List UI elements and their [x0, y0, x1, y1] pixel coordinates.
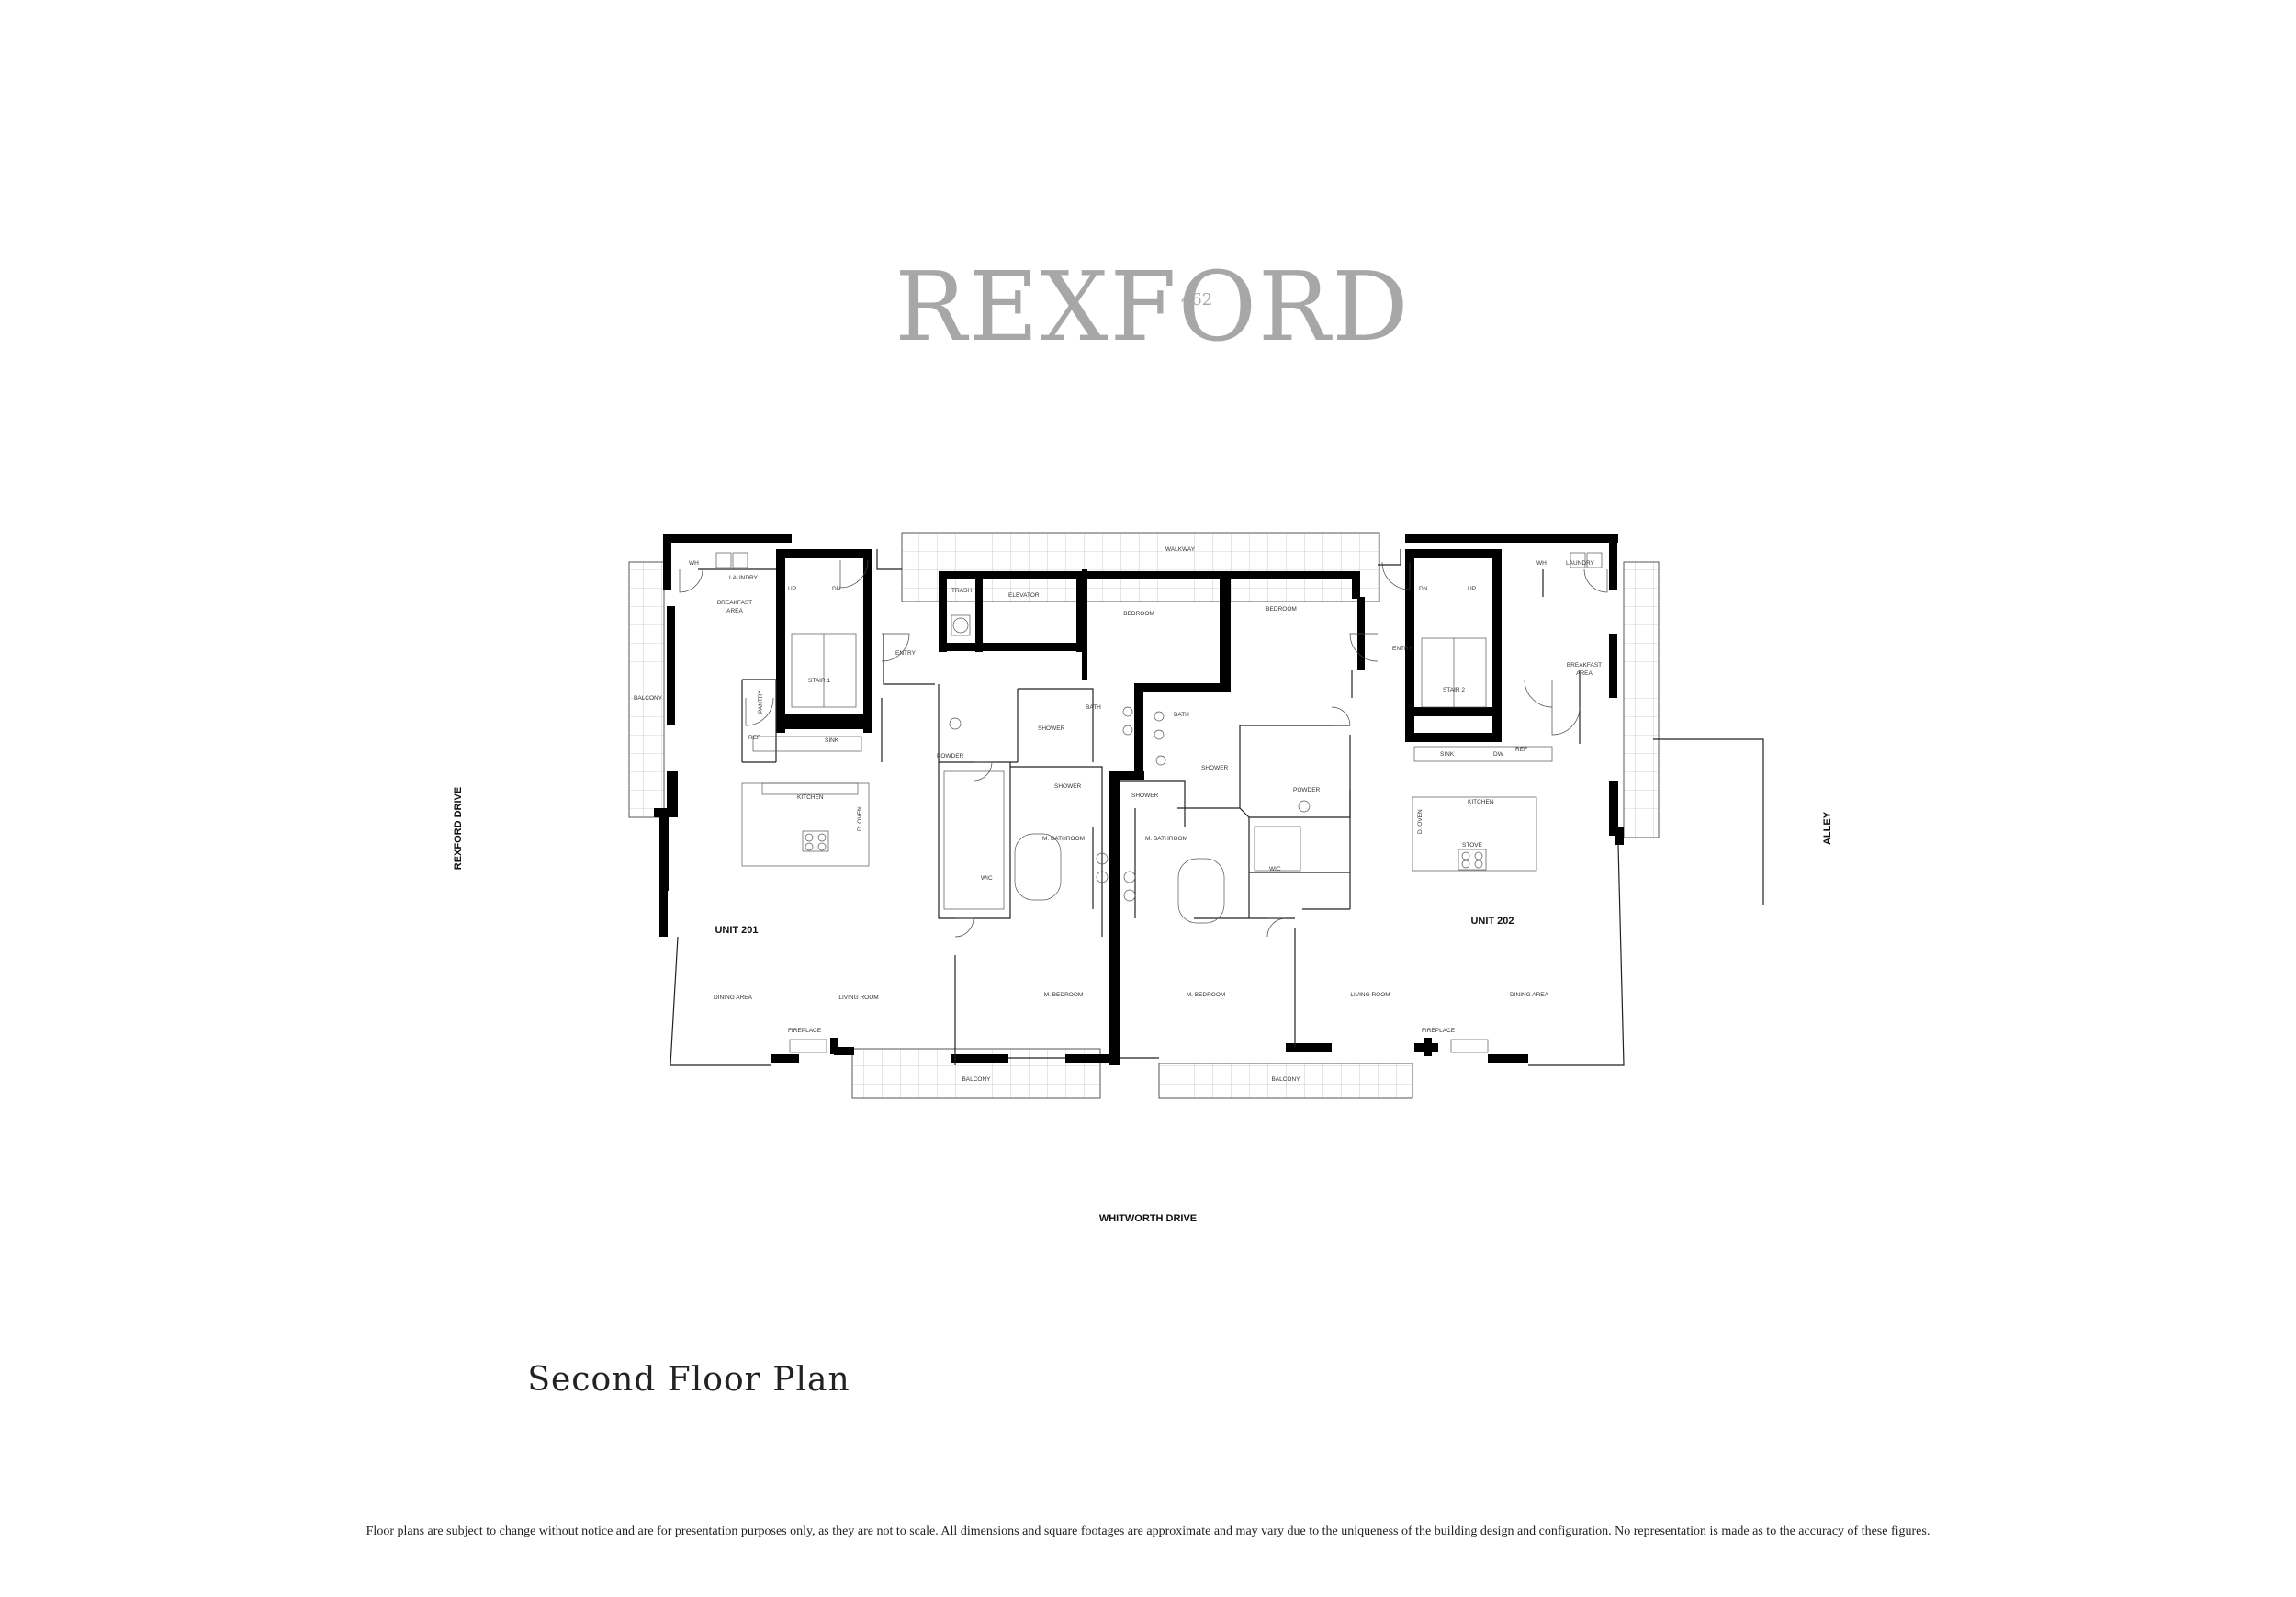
svg-text:STOVE: STOVE	[1462, 842, 1483, 849]
stair-1: UP DN STAIR 1	[776, 549, 872, 733]
svg-text:SHOWER: SHOWER	[1131, 793, 1159, 799]
plan-caption: Second Floor Plan	[527, 1361, 850, 1399]
svg-text:AREA: AREA	[1576, 670, 1593, 677]
svg-text:AREA: AREA	[726, 608, 743, 614]
svg-text:DN: DN	[832, 586, 841, 592]
svg-text:KITCHEN: KITCHEN	[797, 794, 824, 801]
svg-text:REXFORD: REXFORD	[895, 251, 1410, 363]
svg-text:WIC: WIC	[981, 875, 993, 882]
svg-text:ENTRY: ENTRY	[1392, 646, 1413, 652]
street-bottom-label: WHITWORTH DRIVE	[1099, 1213, 1197, 1224]
svg-text:UP: UP	[1468, 586, 1476, 592]
svg-text:BATH: BATH	[1174, 712, 1189, 718]
exterior-walls	[654, 534, 1624, 1063]
svg-text:BEDROOM: BEDROOM	[1123, 611, 1154, 617]
svg-text:BATH: BATH	[1086, 704, 1101, 711]
svg-text:M. BATHROOM: M. BATHROOM	[1145, 836, 1187, 842]
unit-202-label: UNIT 202	[1470, 916, 1514, 927]
svg-text:BALCONY: BALCONY	[1271, 1076, 1300, 1083]
room-labels: WH LAUNDRY BREAKFAST AREA ENTRY ENTRY BE…	[689, 560, 1602, 1034]
svg-text:D. OVEN: D. OVEN	[857, 806, 863, 831]
svg-text:SHOWER: SHOWER	[1038, 725, 1065, 732]
balcony-right-side	[1623, 561, 1660, 838]
svg-text:DW: DW	[1493, 751, 1504, 758]
interior-walls	[698, 549, 1581, 1065]
svg-text:WIC: WIC	[1269, 866, 1281, 872]
svg-text:FIREPLACE: FIREPLACE	[788, 1028, 822, 1034]
svg-text:ENTRY: ENTRY	[895, 650, 917, 657]
svg-text:M. BEDROOM: M. BEDROOM	[1187, 992, 1226, 998]
svg-text:BALCONY: BALCONY	[634, 695, 663, 702]
svg-text:PANTRY: PANTRY	[758, 690, 764, 714]
svg-text:ELEVATOR: ELEVATOR	[1008, 592, 1040, 599]
svg-text:SHOWER: SHOWER	[1054, 783, 1082, 790]
elevator-core: TRASH ELEVATOR	[939, 571, 1086, 652]
svg-text:BREAKFAST: BREAKFAST	[1567, 662, 1602, 669]
svg-text:SINK: SINK	[825, 737, 839, 744]
svg-text:WALKWAY: WALKWAY	[1165, 546, 1196, 553]
svg-text:POWDER: POWDER	[937, 753, 964, 759]
svg-text:WH: WH	[1536, 560, 1547, 567]
disclaimer: Floor plans are subject to change withou…	[366, 1524, 1930, 1538]
svg-text:LIVING ROOM: LIVING ROOM	[1350, 992, 1390, 998]
fireplaces	[789, 1039, 1489, 1053]
svg-text:REF: REF	[748, 735, 760, 741]
walkway-terrace: WALKWAY	[901, 532, 1380, 602]
street-left-label: REXFORD DRIVE	[453, 787, 464, 870]
svg-text:UP: UP	[788, 586, 796, 592]
svg-text:REF: REF	[1515, 747, 1527, 753]
svg-text:TRASH: TRASH	[951, 588, 972, 594]
svg-text:LAUNDRY: LAUNDRY	[729, 575, 759, 581]
door-swings	[679, 559, 1608, 938]
fixtures	[715, 552, 1603, 924]
svg-text:D. OVEN: D. OVEN	[1417, 809, 1424, 834]
svg-text:BALCONY: BALCONY	[962, 1076, 991, 1083]
rexford-logo: REXFORD 462	[895, 251, 1410, 363]
stair-2: DN UP STAIR 2	[1405, 549, 1502, 742]
svg-text:LIVING ROOM: LIVING ROOM	[838, 995, 878, 1001]
svg-text:KITCHEN: KITCHEN	[1468, 799, 1494, 805]
svg-text:SINK: SINK	[1440, 751, 1455, 758]
svg-text:DINING AREA: DINING AREA	[1510, 992, 1549, 998]
unit-201-label: UNIT 201	[715, 925, 758, 936]
svg-text:WH: WH	[689, 560, 699, 567]
balcony-left-side: BALCONY	[628, 561, 665, 818]
svg-text:462: 462	[1181, 290, 1212, 309]
svg-text:DN: DN	[1419, 586, 1428, 592]
svg-text:BREAKFAST: BREAKFAST	[717, 600, 752, 606]
svg-text:STAIR 2: STAIR 2	[1443, 687, 1465, 693]
svg-text:BEDROOM: BEDROOM	[1266, 606, 1297, 613]
balcony-bottom-right: BALCONY	[1158, 1063, 1413, 1099]
svg-text:M. BEDROOM: M. BEDROOM	[1044, 992, 1084, 998]
svg-text:POWDER: POWDER	[1293, 787, 1321, 793]
svg-text:STAIR 1: STAIR 1	[808, 678, 830, 684]
svg-text:DINING AREA: DINING AREA	[714, 995, 753, 1001]
svg-text:SHOWER: SHOWER	[1201, 765, 1229, 771]
svg-text:LAUNDRY: LAUNDRY	[1566, 560, 1595, 567]
exterior-outline	[670, 738, 1764, 1066]
svg-text:FIREPLACE: FIREPLACE	[1422, 1028, 1456, 1034]
svg-text:M. BATHROOM: M. BATHROOM	[1042, 836, 1085, 842]
street-right-label: ALLEY	[1822, 811, 1833, 845]
